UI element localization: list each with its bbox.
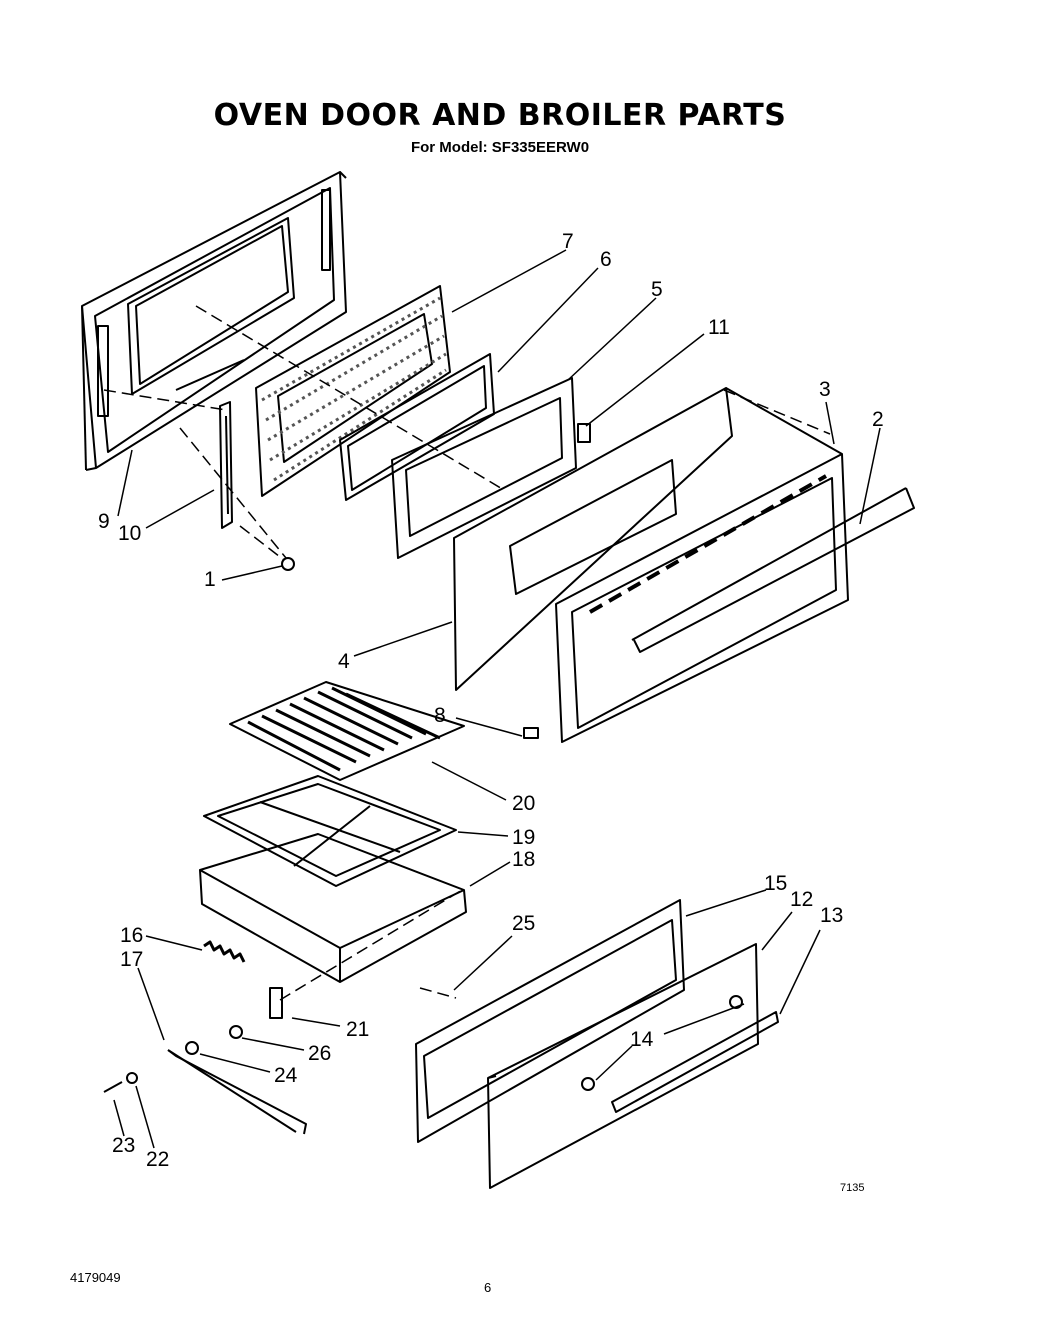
bolt-part xyxy=(229,1025,243,1039)
broiler-door-inner-panel xyxy=(415,899,685,1143)
callout-1: 1 xyxy=(204,568,216,591)
callout-18: 18 xyxy=(512,848,535,871)
broiler-door-handle xyxy=(611,1011,779,1113)
alignment-lines xyxy=(103,305,831,1001)
callout-6: 6 xyxy=(600,248,612,271)
model-subtitle: For Model: SF335EERW0 xyxy=(410,139,590,156)
diagram-code: 7135 xyxy=(840,1182,865,1194)
callout-2: 2 xyxy=(872,408,884,431)
broiler-slide-rod xyxy=(103,1041,307,1135)
callout-20: 20 xyxy=(512,792,535,815)
spacer-part xyxy=(729,995,743,1009)
callout-13: 13 xyxy=(820,904,843,927)
screw-part xyxy=(281,557,295,571)
callout-22: 22 xyxy=(146,1148,169,1171)
inner-door-panel xyxy=(81,171,347,471)
broiler-rack xyxy=(203,775,457,887)
callout-labels: 7 6 5 11 3 2 9 10 1 4 8 20 19 18 15 12 1… xyxy=(98,230,884,1171)
callout-21: 21 xyxy=(346,1018,369,1041)
broiler-latch-bracket xyxy=(269,987,283,1019)
callout-16: 16 xyxy=(120,924,143,947)
callout-15: 15 xyxy=(764,872,787,895)
callout-17: 17 xyxy=(120,948,143,971)
door-insulation xyxy=(255,285,451,497)
callout-4: 4 xyxy=(338,650,350,673)
page-number: 6 xyxy=(484,1280,492,1295)
door-clip xyxy=(523,727,539,739)
callout-26: 26 xyxy=(308,1042,331,1065)
callout-12: 12 xyxy=(790,888,813,911)
bracket-part xyxy=(577,423,591,443)
broiler-pan xyxy=(199,833,467,983)
document-number: 4179049 xyxy=(70,1270,121,1285)
callout-7: 7 xyxy=(562,230,574,253)
callout-3: 3 xyxy=(819,378,831,401)
callout-10: 10 xyxy=(118,522,141,545)
callout-24: 24 xyxy=(274,1064,298,1087)
callout-5: 5 xyxy=(651,278,663,301)
door-handle xyxy=(631,487,915,653)
window-frame xyxy=(391,377,577,559)
inner-glass xyxy=(339,353,495,501)
callout-14: 14 xyxy=(630,1028,654,1051)
spacer-part xyxy=(581,1077,595,1091)
callout-19: 19 xyxy=(512,826,535,849)
page-title: OVEN DOOR AND BROILER PARTS xyxy=(213,98,787,133)
callout-11: 11 xyxy=(708,316,730,339)
leader-lines xyxy=(113,249,881,1149)
broiler-spring xyxy=(203,940,246,963)
callout-9: 9 xyxy=(98,510,110,533)
callout-8: 8 xyxy=(434,704,446,727)
broiler-door-outer-panel xyxy=(487,943,759,1189)
callout-23: 23 xyxy=(112,1134,135,1157)
outer-door-glass xyxy=(453,387,733,691)
callout-25: 25 xyxy=(512,912,535,935)
door-hinge xyxy=(219,401,233,529)
broiler-grid xyxy=(229,681,465,781)
